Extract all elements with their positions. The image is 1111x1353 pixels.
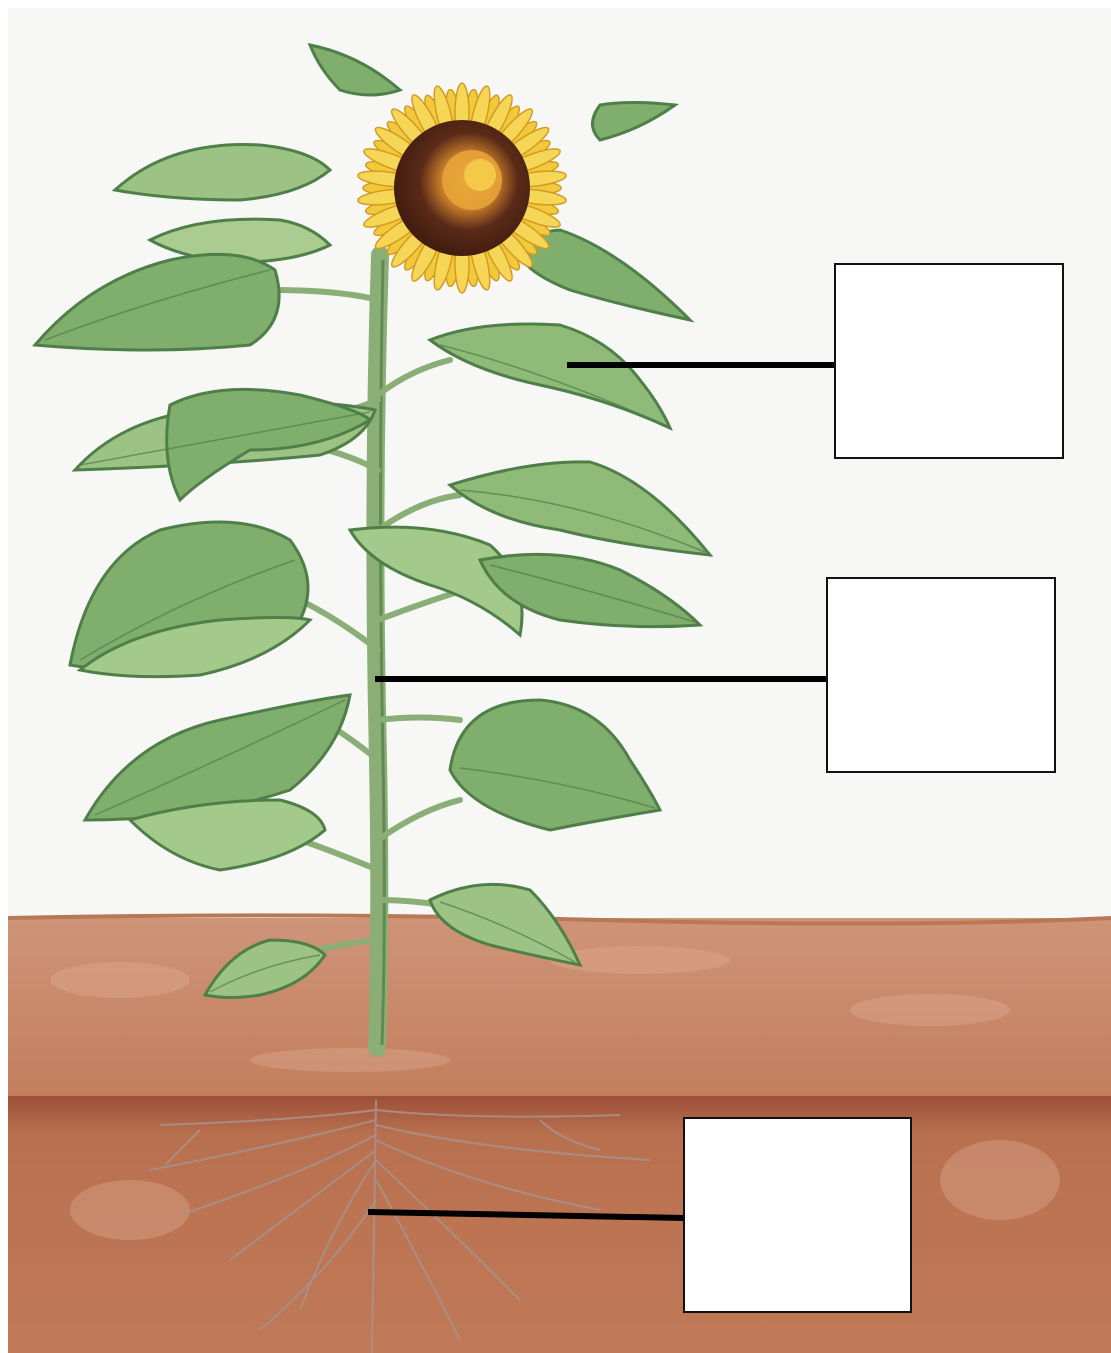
stem-label-box[interactable]	[826, 577, 1056, 773]
leaf-label-box[interactable]	[834, 263, 1064, 459]
root-label-box[interactable]	[683, 1117, 912, 1313]
